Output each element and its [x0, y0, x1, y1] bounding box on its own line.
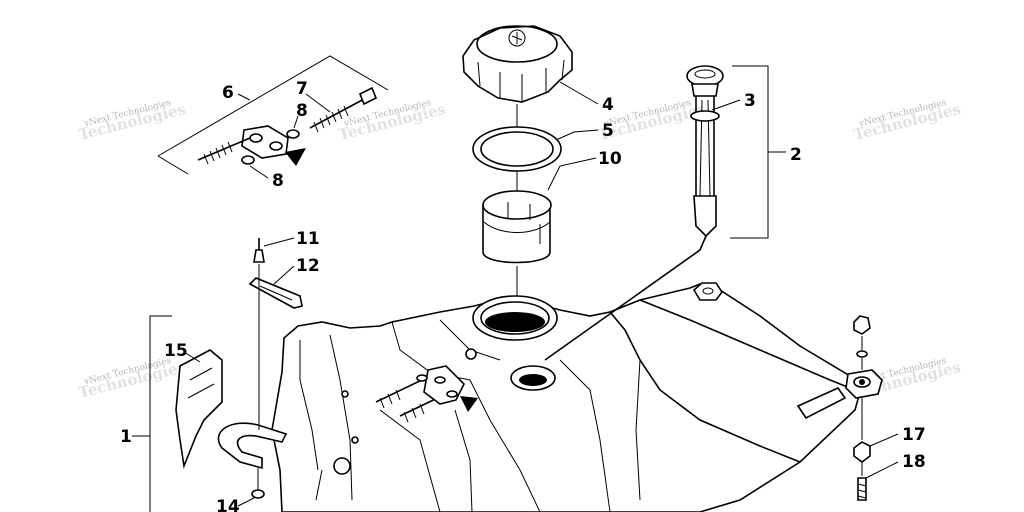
rear-fasteners	[853, 315, 871, 501]
callout-6: 6	[222, 83, 234, 103]
cap-gasket	[472, 126, 562, 172]
callout-11: 11	[296, 229, 320, 249]
callout-3: 3	[744, 91, 756, 111]
clamp-assembly	[157, 55, 389, 175]
callout-1: 1	[120, 427, 132, 447]
filler-sleeve	[482, 190, 552, 264]
callout-8-upper: 8	[296, 101, 308, 121]
callout-5: 5	[602, 121, 614, 141]
fuel-tank	[175, 282, 883, 512]
leader-lines	[132, 65, 899, 512]
front-clamp	[315, 365, 478, 501]
callouts: 1 2 3 4 5 6 7 8 8 10 11 12 14 15 17 18	[120, 79, 926, 512]
fuel-cap	[462, 25, 573, 103]
callout-10: 10	[598, 149, 622, 169]
left-fasteners	[248, 238, 303, 499]
callout-15: 15	[164, 341, 188, 361]
callout-12: 12	[296, 256, 320, 276]
callout-4: 4	[602, 95, 614, 115]
callout-18: 18	[902, 452, 926, 472]
callout-7: 7	[296, 79, 308, 99]
callout-8-lower: 8	[272, 171, 284, 191]
fuel-gauge	[544, 65, 724, 361]
callout-17: 17	[902, 425, 926, 445]
callout-14: 14	[216, 497, 240, 512]
callout-2: 2	[790, 145, 802, 165]
